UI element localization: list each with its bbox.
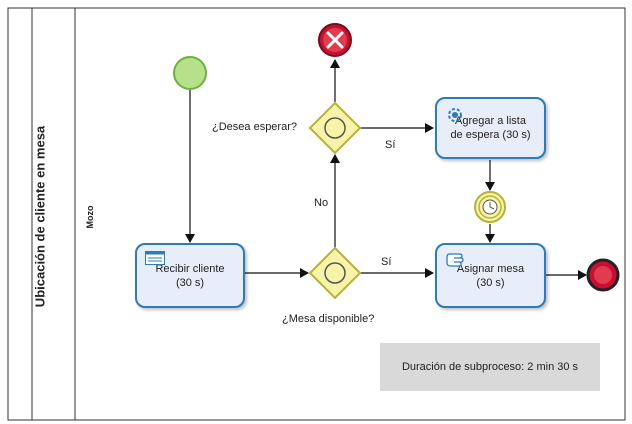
timer-event[interactable] bbox=[474, 191, 506, 223]
task-recibir-cliente[interactable]: Recibir cliente (30 s) bbox=[135, 243, 245, 308]
task-agregar-label: Agregar a lista de espera (30 s) bbox=[450, 115, 531, 141]
gateway-mesa-disponible-label: ¿Mesa disponible? bbox=[282, 313, 375, 325]
hand-icon bbox=[445, 251, 465, 271]
task-asignar-label: Asignar mesa (30 s) bbox=[456, 262, 525, 289]
end-event[interactable] bbox=[586, 258, 620, 292]
gateway-desea-esperar[interactable] bbox=[308, 101, 362, 155]
gateway-desea-esperar-label: ¿Desea esperar? bbox=[212, 121, 297, 133]
pool-border bbox=[7, 7, 626, 421]
start-event[interactable] bbox=[173, 56, 207, 90]
pool-title: Ubicación de cliente en mesa bbox=[32, 125, 48, 308]
duration-note: Duración de subproceso: 2 min 30 s bbox=[380, 343, 600, 391]
cancel-end-event[interactable] bbox=[318, 23, 352, 57]
task-asignar-mesa[interactable]: Asignar mesa (30 s) bbox=[435, 243, 546, 308]
gateway-mesa-disponible[interactable] bbox=[308, 246, 362, 300]
flow-label-si-esperar: Sí bbox=[385, 139, 396, 151]
close-icon bbox=[326, 31, 344, 49]
task-agregar-lista[interactable]: Agregar a lista de espera (30 s) bbox=[435, 97, 546, 159]
task-recibir-label: Recibir cliente (30 s) bbox=[155, 262, 225, 289]
flow-label-no: No bbox=[314, 197, 329, 209]
gear-icon bbox=[445, 105, 465, 129]
form-icon bbox=[145, 251, 165, 269]
lane-title: Mozo bbox=[85, 205, 95, 229]
duration-note-text: Duración de subproceso: 2 min 30 s bbox=[401, 361, 579, 373]
flow-label-si-disponible: Sí bbox=[381, 256, 392, 268]
